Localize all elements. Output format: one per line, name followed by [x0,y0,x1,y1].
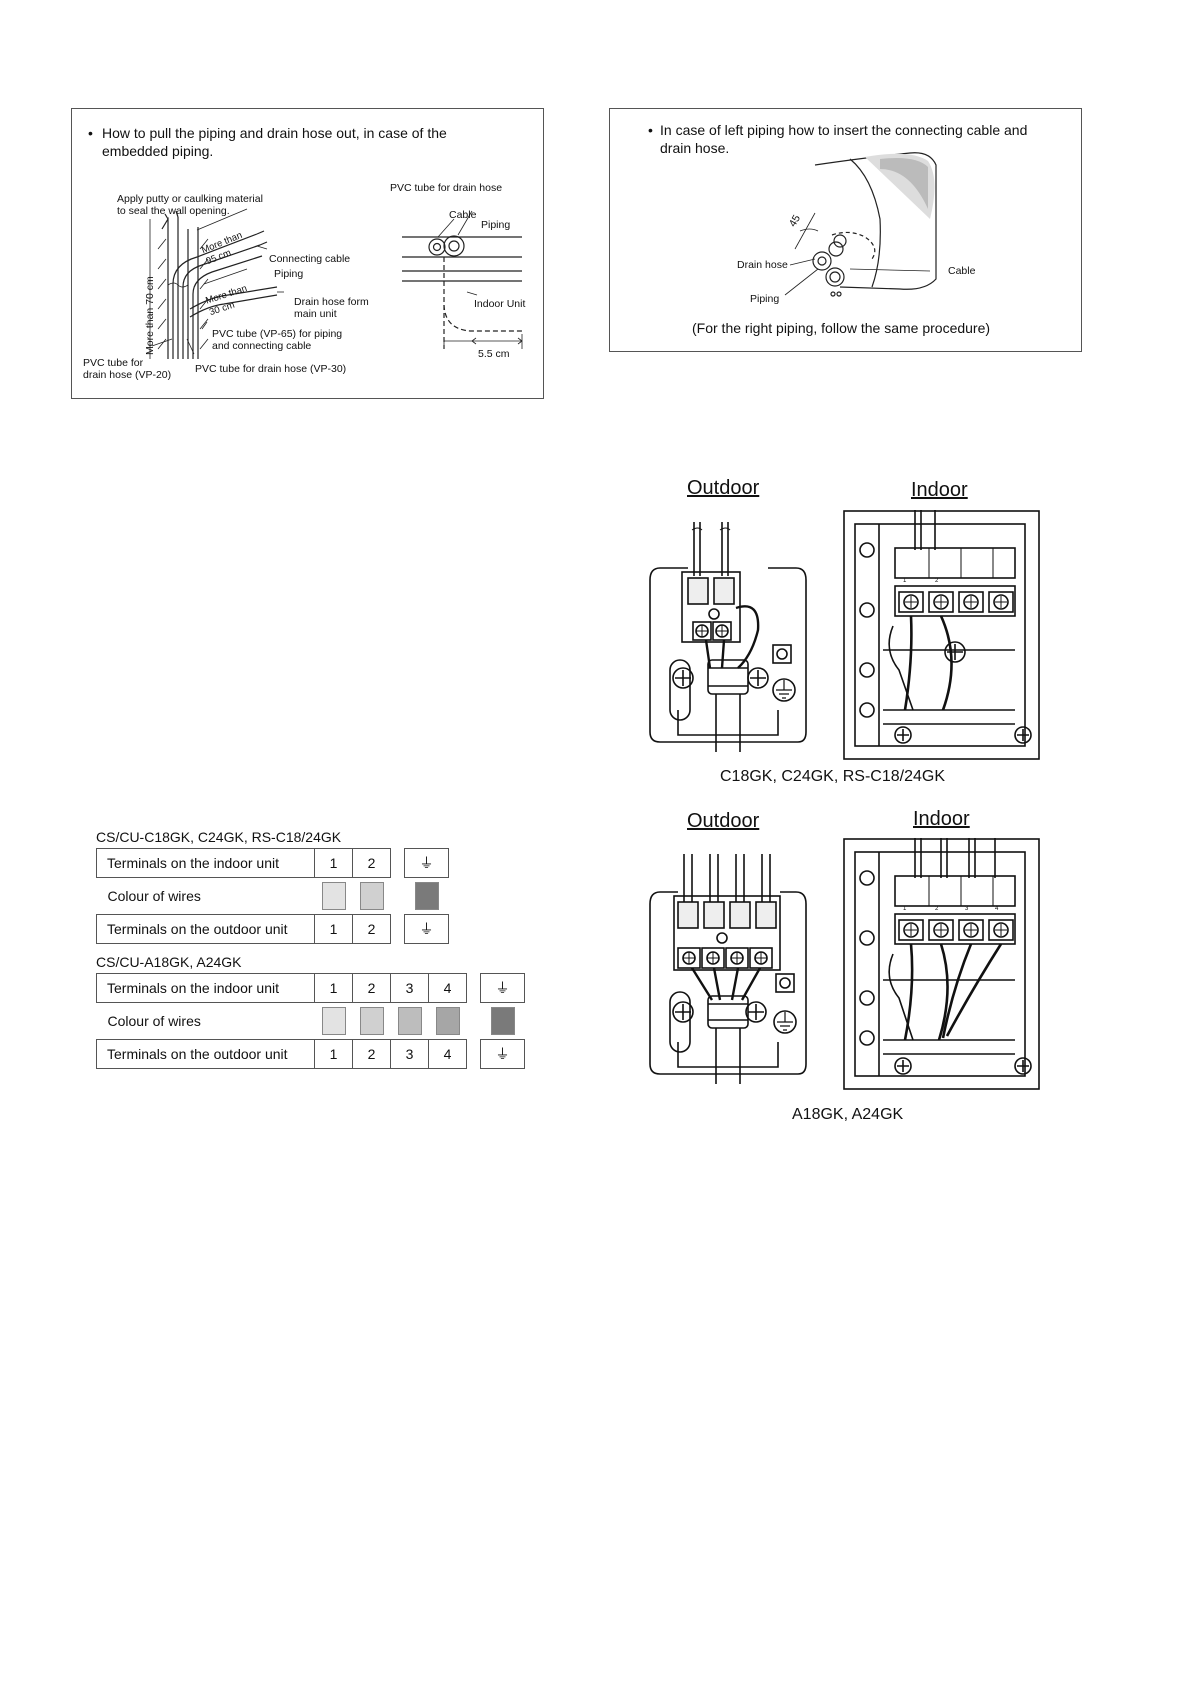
outdoor-terminal-diagram-bottom [649,854,807,1084]
earth-wire-swatch [490,1007,515,1035]
indoor-title-bottom: Indoor [913,808,970,830]
embedded-piping-panel: • How to pull the piping and drain hose … [71,108,544,399]
wire-swatch-1 [321,1007,346,1035]
left-piping-diagram [784,152,937,297]
table1-title: CS/CU-C18GK, C24GK, RS-C18/24GK [96,829,342,845]
outdoor-title-bottom: Outdoor [687,810,760,832]
indoor-terminal-number-b2: 2 [935,906,939,912]
wiring-caption-top: C18GK, C24GK, RS-C18/24GK [720,768,945,785]
vp20-label: PVC tube for drain hose (VP-20) [83,357,172,381]
vp65-label: PVC tube (VP-65) for piping and connecti… [212,328,343,352]
indoor-unit-label: Indoor Unit [474,298,526,310]
pvc-drain-label: PVC tube for drain hose [390,182,503,194]
piping-right-label: Piping [481,219,511,231]
wire-swatch-3 [397,1007,422,1035]
earth-ground-icon: ⏚ [419,921,434,937]
indoor-terminal-number-1: 1 [903,578,907,584]
table2-indoor-t4: 4 [428,973,467,1003]
table1-indoor-t1: 1 [314,848,353,878]
table1-indoor-label: Terminals on the indoor unit [96,848,315,878]
indoor-title-top: Indoor [911,479,968,501]
table2-row-indoor: Terminals on the indoor unit 1 2 3 4 ⏚ [96,973,525,1003]
table1-row-indoor: Terminals on the indoor unit 1 2 ⏚ [96,848,449,878]
table2-colour-label: Colour of wires [107,1013,201,1029]
indoor-terminal-number-b1: 1 [903,906,907,912]
table2-row-colour: Colour of wires [97,1003,525,1040]
piping-label-left: Piping [750,293,780,305]
table2-outdoor-earth: ⏚ [480,1039,525,1069]
left-piping-panel: • In case of left piping how to insert t… [609,108,1082,352]
table1-outdoor-earth: ⏚ [404,914,449,944]
table1-indoor-earth: ⏚ [404,848,449,878]
table1-row-colour: Colour of wires [97,878,449,915]
left-piping-instruction: • In case of left piping how to insert t… [648,122,1028,156]
cable-label-left: Cable [948,265,976,277]
table2-indoor-t1: 1 [314,973,353,1003]
connecting-cable-label: Connecting cable [269,253,351,265]
earth-wire-swatch [414,882,439,910]
table1-outdoor-label: Terminals on the outdoor unit [96,914,315,944]
table2-title: CS/CU-A18GK, A24GK [96,954,242,970]
wiring-table-1: Terminals on the indoor unit 1 2 ⏚ Colou… [96,848,449,944]
indoor-terminal-diagram-bottom: 1 2 3 4 [843,838,1040,1090]
indoor-terminal-number-b4: 4 [995,906,999,912]
indoor-terminal-number-b3: 3 [965,906,969,912]
outdoor-title-top: Outdoor [687,477,760,499]
table1-colour-label: Colour of wires [107,888,201,904]
table1-indoor-t2: 2 [352,848,391,878]
putty-label: Apply putty or caulking material to seal… [117,193,263,217]
wire-swatch-2 [359,1007,384,1035]
table2-outdoor-t3: 3 [390,1039,429,1069]
drain-hose-form-label: Drain hose form main unit [294,296,369,320]
table2-row-outdoor: Terminals on the outdoor unit 1 2 3 4 ⏚ [96,1039,525,1069]
right-piping-note: (For the right piping, follow the same p… [692,320,991,336]
table2-outdoor-label: Terminals on the outdoor unit [96,1039,315,1069]
table2-indoor-label: Terminals on the indoor unit [96,973,315,1003]
table1-row-outdoor: Terminals on the outdoor unit 1 2 ⏚ [96,914,449,944]
table2-outdoor-t1: 1 [314,1039,353,1069]
piping-label: Piping [274,268,304,280]
outdoor-terminal-diagram-top [649,522,807,752]
table2-indoor-earth: ⏚ [480,973,525,1003]
earth-ground-icon: ⏚ [419,855,434,871]
wire-swatch-1 [321,882,346,910]
vp30-label: PVC tube for drain hose (VP-30) [195,363,347,375]
earth-ground-icon: ⏚ [495,980,510,996]
table2-indoor-t2: 2 [352,973,391,1003]
drain-hose-label: Drain hose [737,259,788,271]
table2-indoor-t3: 3 [390,973,429,1003]
indoor-terminal-number-2: 2 [935,578,939,584]
earth-ground-icon: ⏚ [495,1046,510,1062]
embedded-piping-diagram [149,208,523,359]
wiring-table-2: Terminals on the indoor unit 1 2 3 4 ⏚ C… [96,973,525,1069]
more-than-70-label: More than 70 cm [144,276,156,355]
embedded-piping-instruction: • How to pull the piping and drain hose … [88,125,447,159]
table1-outdoor-t2: 2 [352,914,391,944]
table1-outdoor-t1: 1 [314,914,353,944]
wire-swatch-4 [435,1007,460,1035]
table2-outdoor-t4: 4 [428,1039,467,1069]
cable-label: Cable [449,209,477,221]
indoor-terminal-diagram-top: 1 2 [843,510,1040,760]
wire-swatch-2 [359,882,384,910]
dist-55-label: 5.5 cm [478,348,510,360]
table2-outdoor-t2: 2 [352,1039,391,1069]
wiring-caption-bottom: A18GK, A24GK [792,1106,904,1123]
